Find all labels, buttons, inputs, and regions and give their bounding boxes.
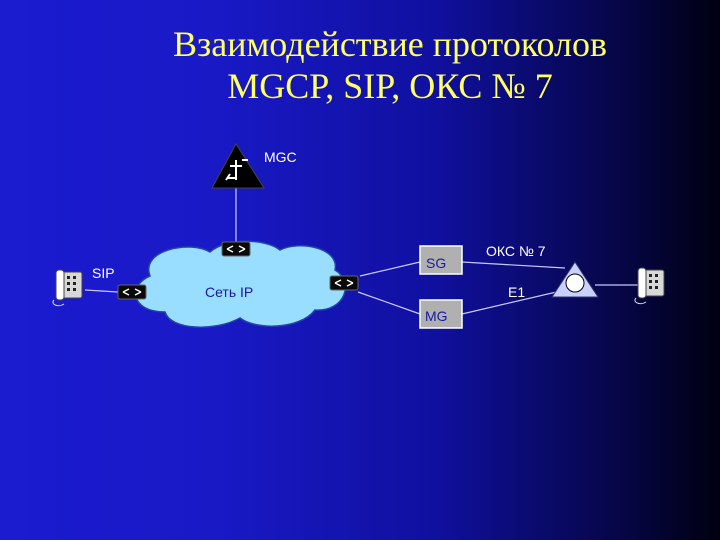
connection-lines: [84, 188, 638, 315]
telephone-icon: [634, 267, 665, 305]
router-icon: [117, 284, 147, 300]
slide-title-line1: Взаимодействие протоколов: [173, 24, 607, 64]
router-mg-link: [357, 291, 421, 315]
phone-router-link: [84, 289, 119, 293]
sg-stp-link: [461, 261, 566, 269]
router-icon: [221, 241, 251, 257]
ip-network-cloud: [134, 240, 346, 328]
sip-label: SIP: [92, 265, 115, 281]
mg-box: MG: [419, 299, 463, 329]
exchange-triangle-icon: [551, 261, 599, 298]
mg-label: MG: [425, 308, 448, 324]
oks7-label: ОКС № 7: [486, 243, 546, 259]
sg-label: SG: [426, 255, 446, 271]
mgc-label: MGC: [264, 149, 297, 165]
telephone-icon: [52, 269, 83, 307]
mgc-triangle-icon: [211, 143, 265, 189]
e1-label: E1: [508, 284, 525, 300]
ip-network-label: Сеть IP: [205, 284, 253, 300]
router-sg-link: [359, 261, 421, 277]
mg-exchange-link: [461, 289, 566, 315]
slide-title-line2: MGCP, SIP, ОКС № 7: [227, 66, 553, 106]
router-icon: [329, 275, 359, 291]
sg-box: SG: [419, 245, 463, 275]
